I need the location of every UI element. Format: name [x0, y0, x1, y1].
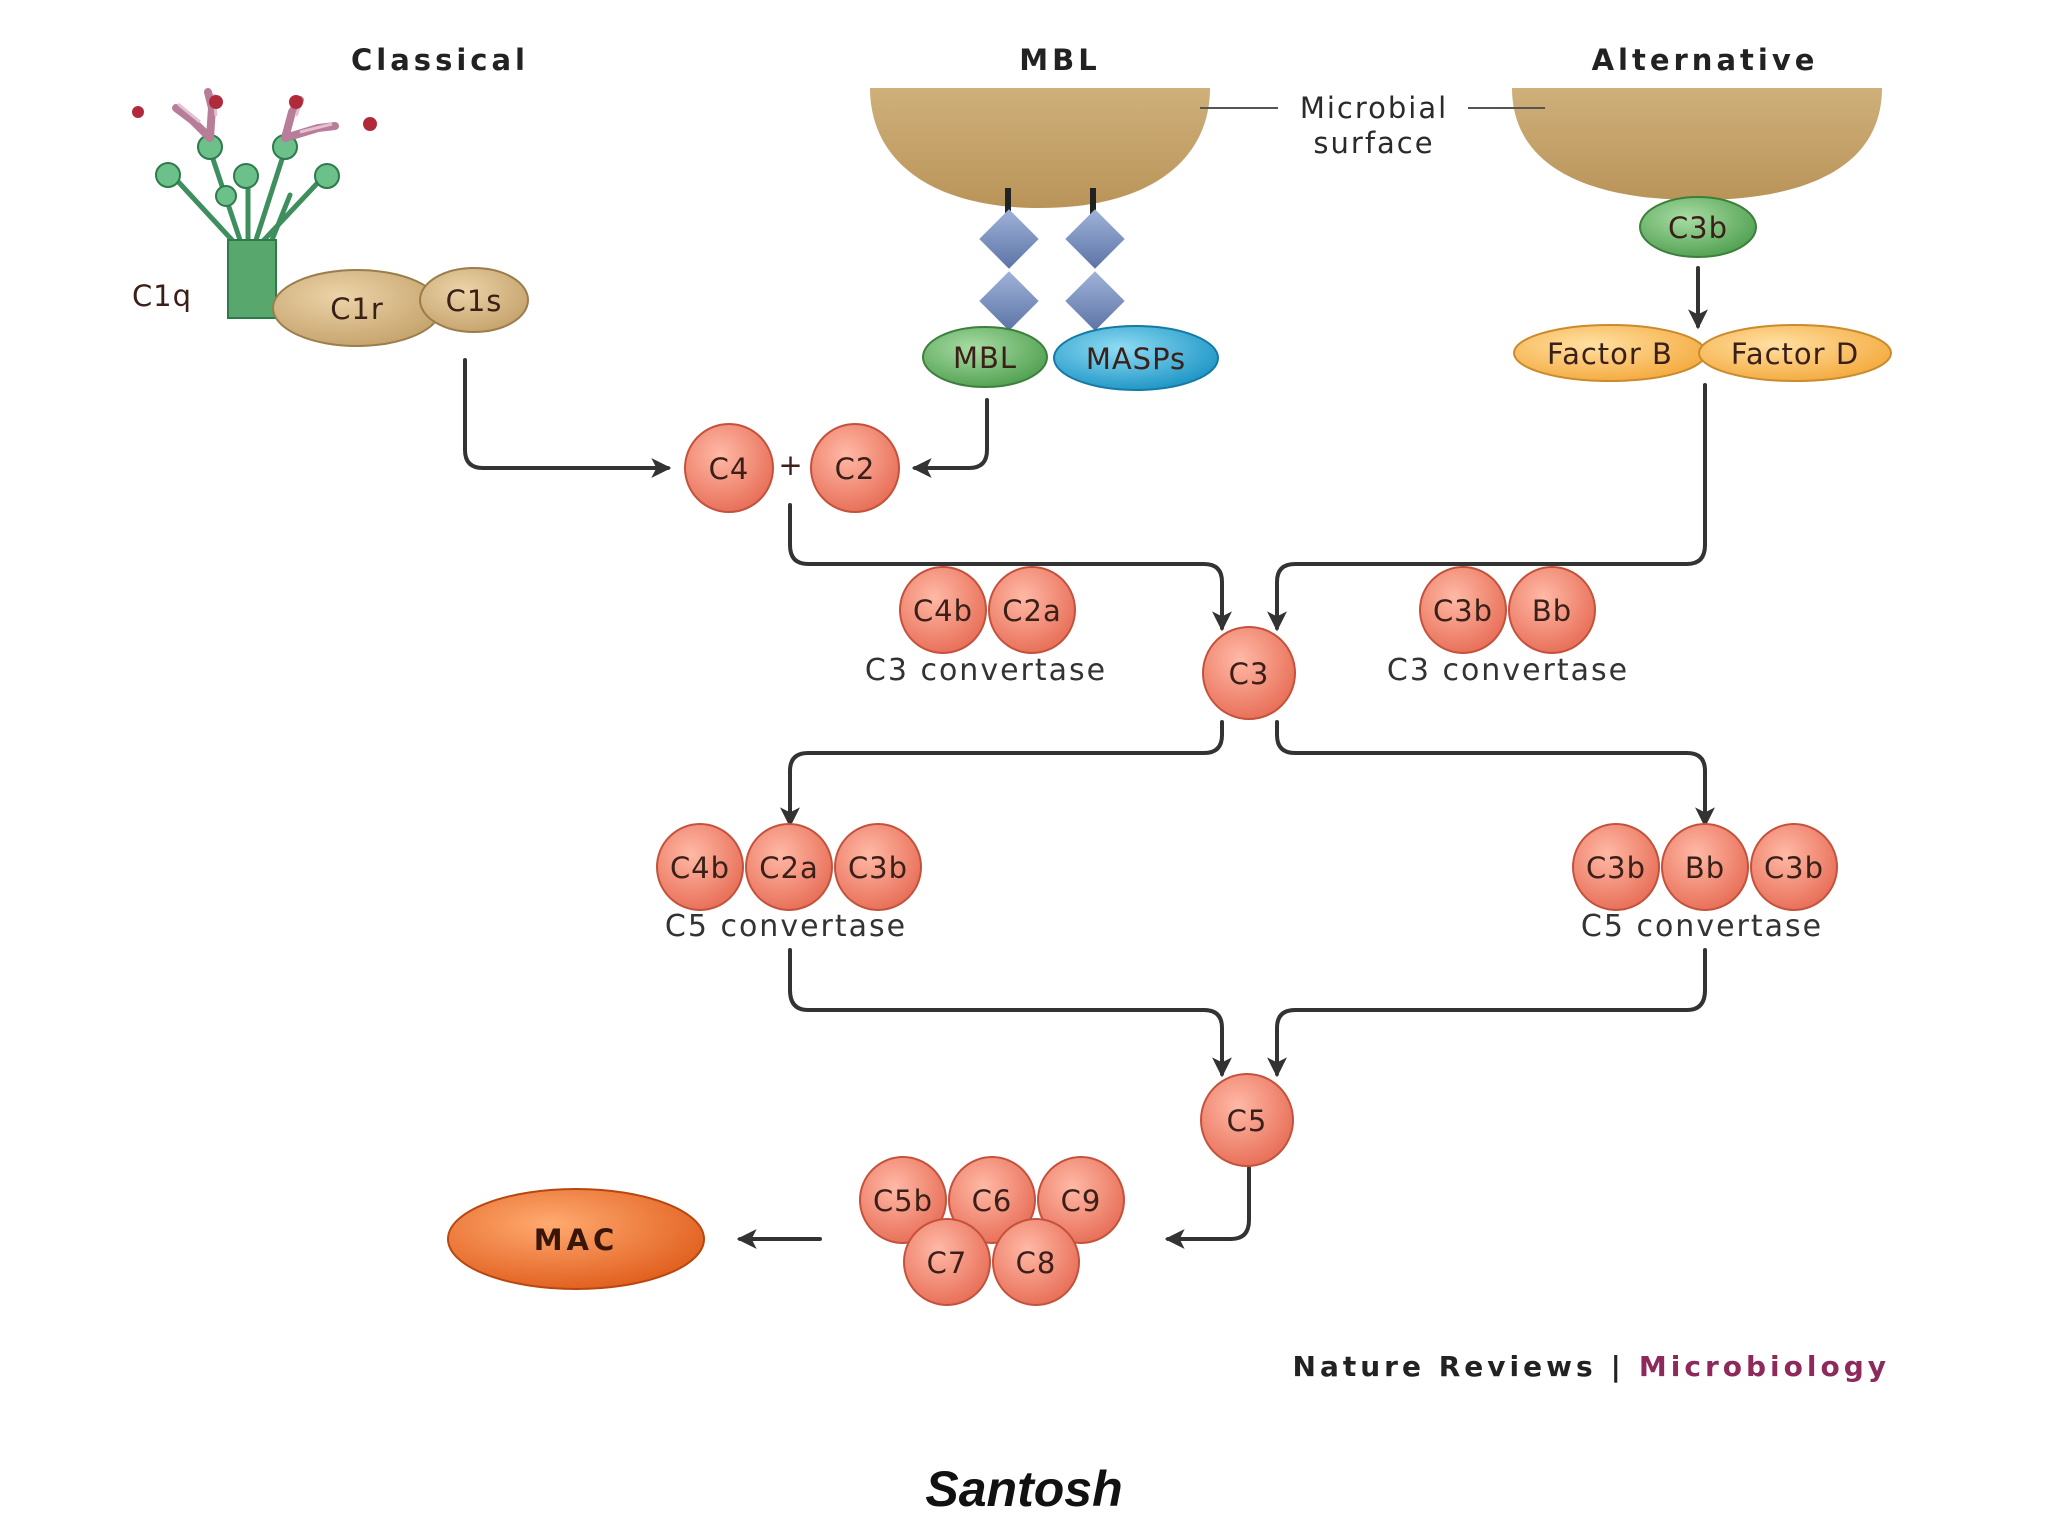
c3b-label: C3b — [1433, 594, 1493, 628]
credit-separator: | — [1611, 1350, 1625, 1383]
mbl-label: MBL — [953, 341, 1017, 375]
arrow-c3-to-left — [780, 720, 1224, 828]
c5conv-c4b-label: C4b — [670, 851, 730, 885]
journal-credit: Nature Reviews | Microbiology — [1293, 1350, 1890, 1383]
bb-label: Bb — [1532, 594, 1572, 628]
arrow-c3-to-right — [1275, 720, 1715, 828]
c4-node: C4 — [684, 423, 774, 513]
masps-label: MASPs — [1086, 342, 1186, 376]
alt-c3b-label: C3b — [1668, 211, 1728, 245]
journal-section: Microbiology — [1639, 1350, 1890, 1383]
c5-convertase-alternative: C3b Bb C3b C5 convertase — [1572, 823, 1838, 944]
c5conv-c2a-label: C2a — [759, 851, 818, 885]
factor-b-node: Factor B — [1513, 324, 1707, 382]
antibody-c1q-icon — [132, 88, 377, 319]
author-name: Santosh — [925, 1461, 1123, 1517]
arrow-masps-to-c2 — [911, 398, 989, 478]
c7-label: C7 — [927, 1246, 968, 1280]
journal-name: Nature Reviews — [1293, 1350, 1597, 1383]
c4b-label: C4b — [913, 594, 973, 628]
microbial-surface-alternative — [1512, 88, 1882, 200]
plus-sign: + — [778, 448, 803, 482]
c3-convertase-alternative-label: C3 convertase — [1387, 653, 1629, 688]
c5-convertase-classical-label: C5 convertase — [665, 909, 907, 944]
terminal-complex: C5b C6 C9 C7 C8 — [859, 1156, 1125, 1306]
c5-convertase-alternative-label: C5 convertase — [1581, 909, 1823, 944]
mbl-lectin-icon — [979, 188, 1125, 331]
mbl-node: MBL — [922, 326, 1048, 388]
arrow-left-c5conv-to-c5 — [788, 948, 1232, 1078]
alternative-pathway-title: Alternative — [1592, 43, 1819, 77]
c5-convertase-classical: C4b C2a C3b C5 convertase — [656, 823, 922, 944]
alt-c3b-node: C3b — [1639, 196, 1757, 258]
microbial-surface-label-line1: Microbial — [1300, 91, 1448, 125]
microbial-surface-label-line2: surface — [1313, 126, 1434, 160]
c3-convertase-classical-label: C3 convertase — [865, 653, 1107, 688]
c1s-node: C1s — [419, 267, 529, 333]
c5conv-alt-bb-label: Bb — [1685, 851, 1725, 885]
microbial-surface-mbl — [870, 88, 1210, 208]
factor-d-node: Factor D — [1698, 324, 1892, 382]
c5conv-c3b-label: C3b — [848, 851, 908, 885]
c6-label: C6 — [972, 1184, 1013, 1218]
mac-node: MAC — [447, 1188, 705, 1290]
c5conv-alt-c3b-label-1: C3b — [1586, 851, 1646, 885]
arrow-right-c5conv-to-c5 — [1267, 948, 1707, 1078]
c1s-label: C1s — [446, 284, 503, 318]
mbl-pathway-title: MBL — [1019, 43, 1100, 77]
c2-label: C2 — [835, 452, 876, 486]
arrow-c5-to-terminal — [1164, 1166, 1251, 1249]
c5conv-alt-c3b-label-2: C3b — [1764, 851, 1824, 885]
c8-label: C8 — [1016, 1246, 1057, 1280]
c5b-label: C5b — [873, 1184, 933, 1218]
c3-node: C3 — [1202, 626, 1296, 720]
arrow-factors-to-c3 — [1267, 383, 1707, 632]
c2-node: C2 — [810, 423, 900, 513]
c1q-label: C1q — [132, 279, 192, 313]
c2a-label: C2a — [1002, 594, 1061, 628]
c1r-label: C1r — [330, 292, 384, 326]
c3-convertase-classical: C4b C2a C3 convertase — [865, 566, 1107, 688]
masps-node: MASPs — [1053, 325, 1219, 391]
arrow-c1s-to-c4 — [463, 358, 672, 478]
factor-d-label: Factor D — [1731, 337, 1859, 371]
c3-convertase-alternative: C3b Bb C3 convertase — [1387, 566, 1629, 688]
c1r-node: C1r — [272, 269, 442, 347]
c4-label: C4 — [709, 452, 750, 486]
c5-label: C5 — [1227, 1104, 1268, 1138]
factor-b-label: Factor B — [1547, 337, 1673, 371]
classical-pathway-title: Classical — [351, 43, 529, 77]
c3-label: C3 — [1229, 657, 1270, 691]
arrow-c4c2-to-c3 — [788, 503, 1232, 632]
flow-arrows — [463, 266, 1715, 1249]
c9-label: C9 — [1061, 1184, 1102, 1218]
c5-node: C5 — [1200, 1073, 1294, 1167]
mac-label: MAC — [534, 1223, 619, 1257]
